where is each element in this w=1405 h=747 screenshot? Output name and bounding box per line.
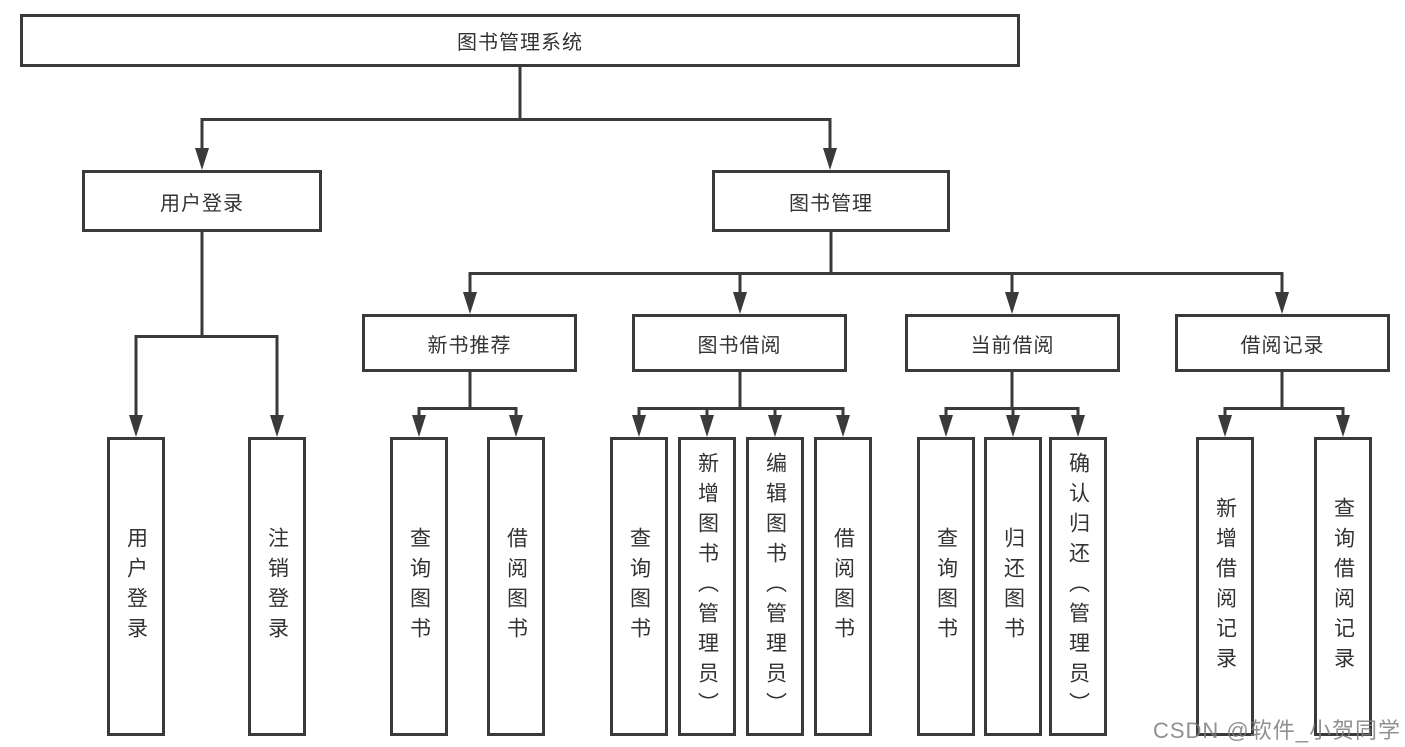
leaf-confirm-return-admin-label: 确认归还（管理员） [1066,451,1090,722]
leaf-borrow-books-label: 借阅图书 [831,526,855,647]
leaf-query-books-recommend: 查询图书 [390,437,448,736]
leaf-query-books-current-label: 查询图书 [934,526,958,647]
leaf-logout-label: 注销登录 [265,526,289,647]
leaf-query-borrow-record-label: 查询借阅记录 [1331,496,1355,677]
leaf-query-books-borrowing: 查询图书 [610,437,668,736]
leaf-edit-books-admin-label: 编辑图书（管理员） [763,451,787,722]
leaf-query-books-current: 查询图书 [917,437,975,736]
node-user-login: 用户登录 [82,170,322,232]
leaf-borrow-books-recommend: 借阅图书 [487,437,545,736]
node-book-borrowing-label: 图书借阅 [697,334,782,357]
leaf-borrow-books: 借阅图书 [814,437,872,736]
node-book-management-label: 图书管理 [789,192,873,215]
leaf-user-login: 用户登录 [107,437,165,736]
leaf-add-books-admin-label: 新增图书（管理员） [695,451,719,722]
leaf-edit-books-admin: 编辑图书（管理员） [746,437,804,736]
leaf-borrow-books-recommend-label: 借阅图书 [504,526,528,647]
leaf-add-books-admin: 新增图书（管理员） [678,437,736,736]
leaf-confirm-return-admin: 确认归还（管理员） [1049,437,1107,736]
node-borrowing-records-label: 借阅记录 [1240,334,1325,357]
leaf-user-login-label: 用户登录 [124,526,148,647]
node-root-label: 图书管理系统 [457,32,583,54]
node-current-borrowing-label: 当前借阅 [970,334,1055,357]
leaf-logout: 注销登录 [248,437,306,736]
leaf-query-books-recommend-label: 查询图书 [407,526,431,647]
node-new-book-recommend-label: 新书推荐 [427,334,512,357]
node-book-borrowing: 图书借阅 [632,314,847,372]
leaf-query-borrow-record: 查询借阅记录 [1314,437,1372,736]
node-root: 图书管理系统 [20,14,1020,67]
node-new-book-recommend: 新书推荐 [362,314,577,372]
node-book-management: 图书管理 [712,170,950,232]
node-user-login-label: 用户登录 [160,192,244,215]
leaf-add-borrow-record: 新增借阅记录 [1196,437,1254,736]
node-borrowing-records: 借阅记录 [1175,314,1390,372]
leaf-return-books-label: 归还图书 [1001,526,1025,647]
node-current-borrowing: 当前借阅 [905,314,1120,372]
leaf-add-borrow-record-label: 新增借阅记录 [1213,496,1237,677]
csdn-watermark: CSDN @软件_小贺同学 [1152,718,1401,743]
leaf-return-books: 归还图书 [984,437,1042,736]
leaf-query-books-borrowing-label: 查询图书 [627,526,651,647]
